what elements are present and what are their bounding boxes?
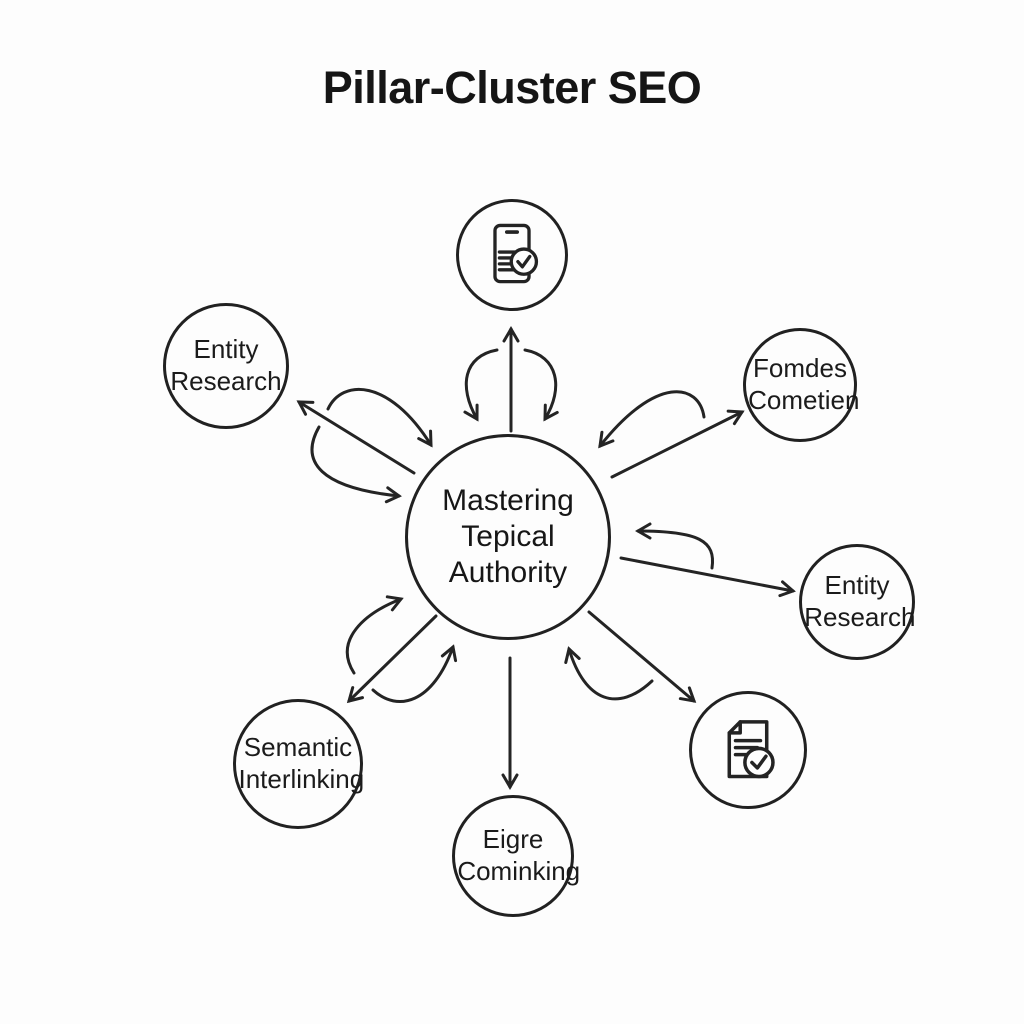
arrow-hub-to-fomdes-cometien — [610, 409, 745, 479]
satellite-node-eigre-cominking: Eigre Cominking — [452, 795, 581, 917]
document-check-icon — [727, 720, 775, 779]
arrow-curved-entity-left-over-inbound — [326, 387, 433, 448]
satellite-node-smartphone-checklist — [456, 199, 568, 311]
arrow-curved-entity-left-under-inbound — [310, 425, 402, 504]
arrow-hub-to-semantic-interlinking — [346, 614, 438, 704]
satellite-node-fomdes-cometien: Fomdes Cometien — [743, 328, 860, 442]
diagram-title: Pillar-Cluster SEO — [322, 62, 702, 113]
hub-node-mastering-topical-authority: Mastering Tepical Authority — [405, 434, 611, 640]
arrow-curved-semantic-right-inbound — [371, 644, 458, 704]
satellite-label: Eigre Cominking — [457, 824, 581, 886]
arrow-hub-to-document-node — [587, 610, 697, 703]
satellite-node-semantic-interlinking: Semantic Interlinking — [233, 699, 365, 829]
arrow-curved-semantic-left-inbound — [346, 595, 404, 675]
hub-label: Mastering Tepical Authority — [442, 484, 574, 589]
satellite-label: Fomdes Cometien — [748, 353, 860, 415]
satellite-label: Semantic Interlinking — [238, 732, 365, 794]
smartphone-checklist-icon — [493, 223, 539, 284]
satellite-node-document-check — [689, 691, 807, 809]
arrow-curved-document-inbound — [564, 646, 654, 701]
arrow-curved-fomdes-inbound — [598, 390, 706, 449]
arrow-hub-to-entity-research-right — [619, 556, 796, 598]
arrow-curved-entity-right-inbound — [635, 522, 715, 570]
arrow-curved-top-left-inbound — [463, 348, 499, 422]
arrow-hub-to-entity-research-left — [296, 400, 416, 475]
satellite-label: Entity Research — [804, 570, 916, 632]
satellite-label: Entity Research — [170, 334, 282, 396]
satellite-node-entity-research-left: Entity Research — [163, 303, 289, 429]
satellite-node-entity-research-right: Entity Research — [799, 544, 915, 660]
arrow-curved-top-right-inbound — [523, 348, 559, 422]
